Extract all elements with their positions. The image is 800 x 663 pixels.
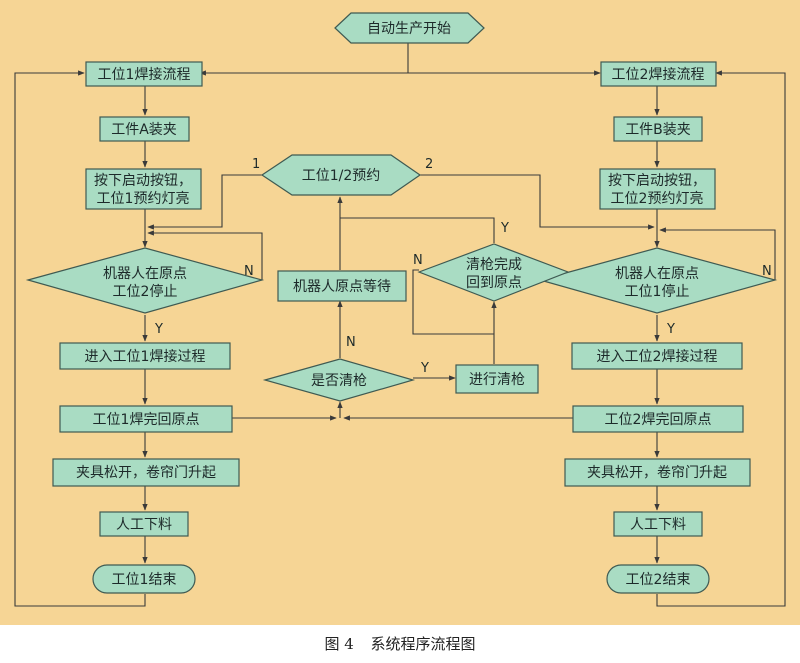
station2-no-label: N	[762, 264, 772, 279]
station1-unload-label: 人工下料	[116, 517, 172, 533]
workpiece-a-clamp-box: 工件A装夹	[99, 116, 190, 142]
clean-done-line1: 清枪完成	[466, 256, 522, 273]
station1-button-line1: 按下启动按钮，	[94, 173, 192, 189]
station2-back-label: 工位2焊完回原点	[605, 412, 712, 428]
station2-end-node: 工位2结束	[606, 564, 710, 594]
station1-open-label: 夹具松开，卷帘门升起	[76, 465, 216, 481]
station2-button-line1: 按下启动按钮，	[608, 173, 706, 189]
station1-button-line2: 工位1预约灯亮	[97, 190, 190, 207]
start-label: 自动生产开始	[367, 21, 451, 37]
station1-decision-line2: 工位2停止	[113, 283, 178, 300]
branch-1-label: 1	[252, 157, 260, 172]
station2-flow-label: 工位2焊接流程	[612, 66, 705, 83]
clean-yes-label: Y	[420, 361, 429, 376]
cleaning-label: 进行清枪	[469, 371, 525, 388]
station2-yes-label: Y	[666, 322, 675, 337]
figure-title: 系统程序流程图	[370, 635, 476, 653]
station2-flow-box: 工位2焊接流程	[600, 61, 717, 87]
workpiece-b-clamp-box: 工件B装夹	[613, 116, 703, 142]
flowchart: 自动生产开始 工位1/2预约 工位1焊接流程 工件A装夹 按下启动按钮， 工位1…	[14, 12, 786, 607]
station1-unload-box: 人工下料	[99, 511, 189, 537]
station1-back-label: 工位1焊完回原点	[93, 412, 200, 428]
station2-decision-line1: 机器人在原点	[615, 266, 699, 282]
station1-end-node: 工位1结束	[92, 564, 196, 594]
clean-done-decision: 清枪完成 回到原点	[417, 243, 570, 302]
cleaning-box: 进行清枪	[455, 364, 539, 394]
workpiece-b-clamp-label: 工件B装夹	[625, 122, 691, 138]
figure-number: 图 4	[324, 635, 354, 653]
station1-end-label: 工位1结束	[112, 572, 177, 588]
start-node: 自动生产开始	[334, 12, 485, 44]
clean-done-yes-label: Y	[500, 221, 509, 236]
edge-labels: 1 2 N Y N Y N Y Y N	[154, 157, 772, 376]
reservation-label: 工位1/2预约	[302, 168, 381, 184]
connector-lines	[14, 42, 786, 607]
station2-end-label: 工位2结束	[626, 572, 691, 588]
station1-flow-box: 工位1焊接流程	[85, 61, 203, 87]
station2-start-button-box: 按下启动按钮， 工位2预约灯亮	[599, 168, 716, 210]
reservation-node: 工位1/2预约	[260, 154, 422, 196]
station2-button-line2: 工位2预约灯亮	[611, 190, 704, 207]
station2-decision-line2: 工位1停止	[625, 283, 690, 300]
station2-open-label: 夹具松开，卷帘门升起	[587, 465, 727, 481]
station2-unload-box: 人工下料	[613, 511, 703, 537]
robot-wait-label: 机器人原点等待	[293, 278, 391, 295]
station1-robot-decision: 机器人在原点 工位2停止	[25, 247, 265, 314]
station2-unload-label: 人工下料	[630, 517, 686, 533]
station1-fixture-open-box: 夹具松开，卷帘门升起	[52, 458, 240, 487]
station2-fixture-open-box: 夹具松开，卷帘门升起	[564, 458, 751, 487]
station1-yes-label: Y	[154, 322, 163, 337]
station1-no-label: N	[244, 264, 254, 279]
station2-back-origin-box: 工位2焊完回原点	[572, 405, 744, 433]
clean-no-label: N	[346, 335, 356, 350]
station1-flow-label: 工位1焊接流程	[98, 66, 191, 83]
workpiece-a-clamp-label: 工件A装夹	[111, 122, 177, 138]
station1-enter-label: 进入工位1焊接过程	[85, 348, 206, 365]
branch-2-label: 2	[425, 157, 433, 172]
station2-enter-label: 进入工位2焊接过程	[597, 348, 718, 365]
station2-enter-welding-box: 进入工位2焊接过程	[571, 342, 743, 370]
clean-done-no-label: N	[413, 253, 423, 268]
figure-caption: 图 4 系统程序流程图	[0, 633, 800, 654]
station1-enter-welding-box: 进入工位1焊接过程	[59, 342, 231, 370]
robot-origin-wait-box: 机器人原点等待	[277, 270, 407, 302]
clean-gun-question-label: 是否清枪	[311, 372, 367, 389]
station1-back-origin-box: 工位1焊完回原点	[59, 405, 233, 433]
clean-done-line2: 回到原点	[466, 275, 522, 291]
clean-gun-decision: 是否清枪	[262, 358, 416, 402]
station1-start-button-box: 按下启动按钮， 工位1预约灯亮	[85, 168, 202, 210]
station2-robot-decision: 机器人在原点 工位1停止	[537, 247, 778, 314]
station1-decision-line1: 机器人在原点	[103, 266, 187, 282]
